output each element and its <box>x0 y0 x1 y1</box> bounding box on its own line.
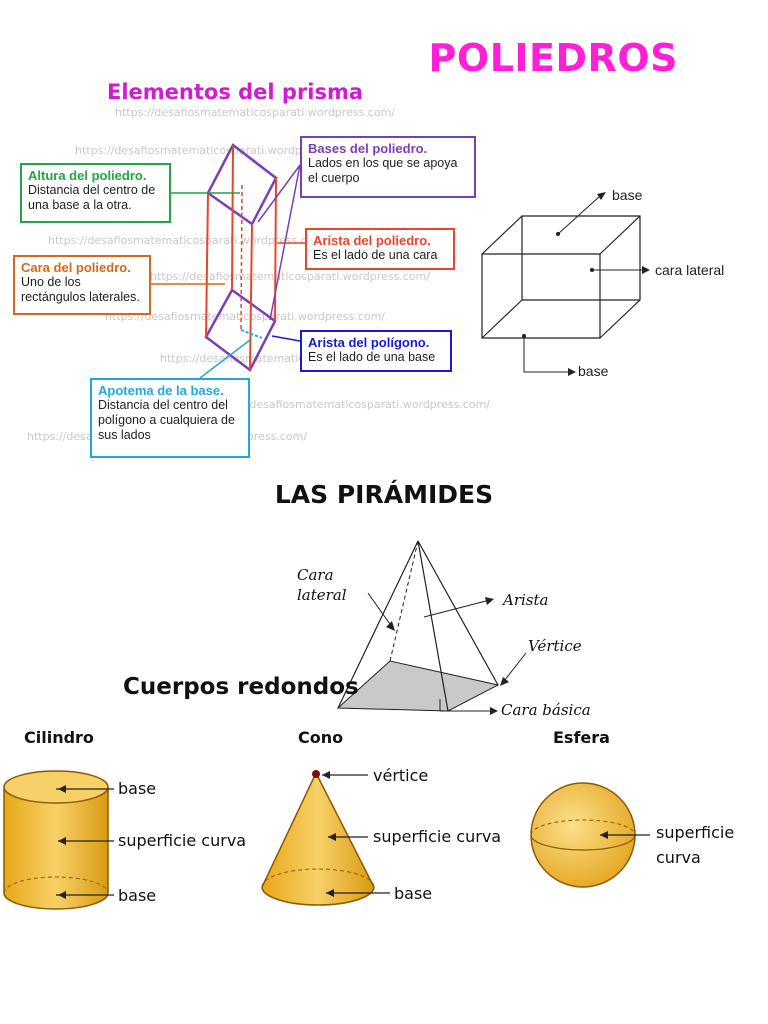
bases-box: Bases del poliedro. Lados en los que se … <box>300 136 476 198</box>
cara-box: Cara del poliedro. Uno de los rectángulo… <box>13 255 151 315</box>
pyramid-cara-label-2: lateral <box>297 586 347 604</box>
pyramids-heading: LAS PIRÁMIDES <box>274 480 494 509</box>
pyramid-vertice-label: Vértice <box>528 637 582 655</box>
cube-base-bottom-label: base <box>578 363 609 379</box>
arista-box: Arista del poliedro. Es el lado de una c… <box>305 228 455 270</box>
cylinder-title: Cilindro <box>24 728 94 747</box>
apotema-box: Apotema de la base. Distancia del centro… <box>90 378 250 458</box>
cylinder-base-bottom-label: base <box>118 886 157 905</box>
watermark: https://desafiosmatematicosparati.wordpr… <box>105 310 385 323</box>
apotema-body: Distancia del centro del polígono a cual… <box>98 398 235 442</box>
watermark: https://desafiosmatematicosparati.wordpr… <box>115 106 395 119</box>
watermark: https://desafiosmatematicosparati.wordpr… <box>210 398 490 411</box>
arista-head: Arista del poliedro. <box>313 233 431 248</box>
cube-base-top-label: base <box>612 187 643 203</box>
prism-diagram <box>150 143 305 379</box>
sphere-title: Esfera <box>553 728 610 747</box>
cone-base-label: base <box>394 884 433 903</box>
arista-poligono-box: Arista del polígono. Es el lado de una b… <box>300 330 452 372</box>
watermark: https://desafiosmatematicosparati.wordpr… <box>48 234 328 247</box>
arista-poligono-head: Arista del polígono. <box>308 335 430 350</box>
cube-lateral-label: cara lateral <box>655 262 725 278</box>
sphere-surface-label-2: curva <box>656 848 701 867</box>
cube-diagram <box>481 192 650 376</box>
watermark: https://desafiosmatematicosparati.wordpr… <box>75 144 355 157</box>
cylinder-base-top-label: base <box>118 779 157 798</box>
arista-poligono-body: Es el lado de una base <box>308 350 436 364</box>
sphere-surface-label-1: superficie <box>656 823 735 842</box>
altura-box: Altura del poliedro. Distancia del centr… <box>20 163 171 223</box>
pyramid-arista-label: Arista <box>503 591 549 609</box>
bases-head: Bases del poliedro. <box>308 141 428 156</box>
cara-body: Uno de los rectángulos laterales. <box>21 275 140 304</box>
round-bodies-heading: Cuerpos redondos <box>123 674 359 700</box>
round-bodies-diagram <box>3 770 650 910</box>
pyramid-cara-label-1: Cara <box>297 566 334 584</box>
arista-body: Es el lado de una cara <box>313 248 438 262</box>
watermark: https://desafiosmatematicosparati.wordpr… <box>150 270 430 283</box>
cara-head: Cara del poliedro. <box>21 260 131 275</box>
prism-subtitle: Elementos del prisma <box>107 80 364 104</box>
apotema-head: Apotema de la base. <box>98 383 224 398</box>
bases-body: Lados en los que se apoya el cuerpo <box>308 156 458 185</box>
cone-title: Cono <box>298 728 344 747</box>
cylinder-surface-label: superficie curva <box>118 831 247 850</box>
cone-vertex-label: vértice <box>373 766 429 785</box>
altura-head: Altura del poliedro. <box>28 168 147 183</box>
cone-surface-label: superficie curva <box>373 827 502 846</box>
altura-body: Distancia del centro de una base a la ot… <box>28 183 156 212</box>
pyramid-cara-basica-label: Cara básica <box>501 701 591 715</box>
page-title: POLIEDROS <box>428 36 678 80</box>
pyramid-diagram <box>336 540 527 715</box>
